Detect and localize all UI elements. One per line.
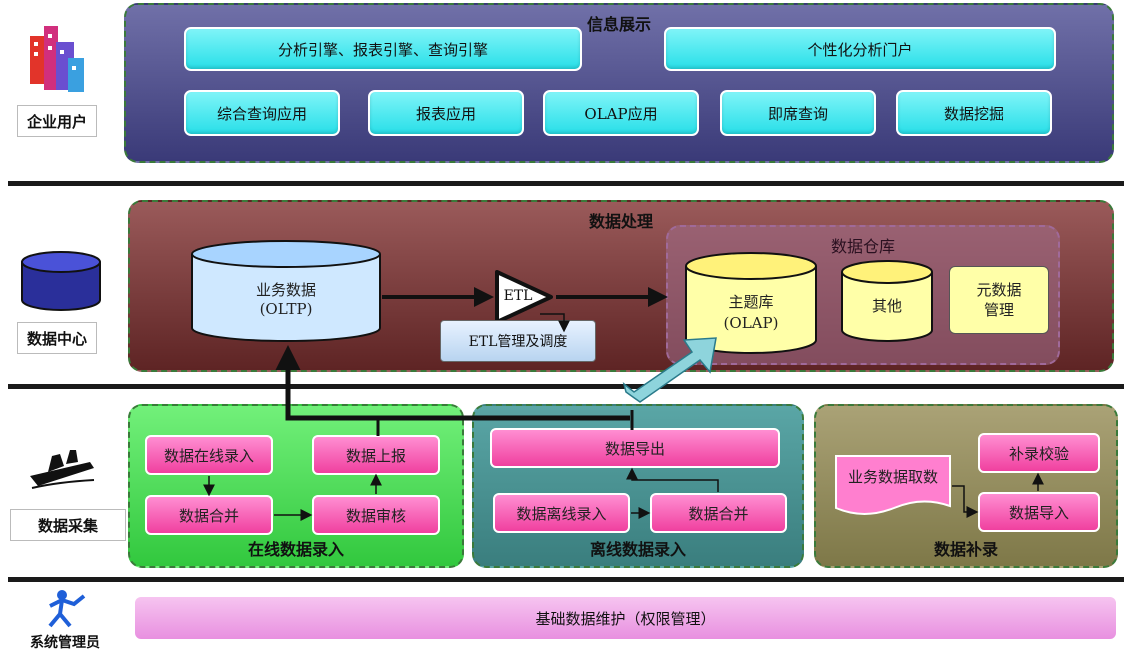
offline-merge-box: 数据合并 xyxy=(650,493,787,533)
oltp-label-2: (OLTP) xyxy=(259,300,313,318)
online-entry-panel: 在线数据录入 xyxy=(128,404,464,568)
separator-2 xyxy=(8,384,1124,389)
etl-label: ETL xyxy=(503,288,533,304)
online-merge-box: 数据合并 xyxy=(145,495,273,535)
oltp-label-1: 业务数据 xyxy=(255,281,316,299)
database-icon xyxy=(21,251,101,311)
engines-box: 分析引擎、报表引擎、查询引擎 xyxy=(184,27,582,71)
data-warehouse-title: 数据仓库 xyxy=(830,237,895,256)
role-data-center: 数据中心 xyxy=(17,322,97,354)
biz-fetch-document xyxy=(835,455,951,515)
ship-icon xyxy=(30,450,95,489)
role-sys-admin: 系统管理员 xyxy=(30,635,100,651)
app-adhoc-query: 即席查询 xyxy=(720,90,876,136)
import-box: 数据导入 xyxy=(978,492,1100,532)
report-up-box: 数据上报 xyxy=(312,435,440,475)
role-data-collection: 数据采集 xyxy=(10,509,126,541)
online-entry-title: 在线数据录入 xyxy=(247,540,344,559)
app-data-mining: 数据挖掘 xyxy=(896,90,1052,136)
olap-label-1: 主题库 xyxy=(728,293,774,311)
olap-cylinder xyxy=(685,252,817,354)
app-combined-query: 综合查询应用 xyxy=(184,90,340,136)
data-processing-title: 数据处理 xyxy=(588,212,653,231)
info-display-title: 信息展示 xyxy=(586,15,651,34)
etl-management-box: ETL管理及调度 xyxy=(440,320,596,362)
analysis-portal-box: 个性化分析门户 xyxy=(664,27,1056,71)
maintenance-bar: 基础数据维护（权限管理） xyxy=(133,595,1118,641)
app-olap: OLAP应用 xyxy=(543,90,699,136)
etl-triangle xyxy=(495,270,553,324)
metadata-label-1: 元数据 xyxy=(976,281,1022,299)
offline-entry-title: 离线数据录入 xyxy=(589,540,686,559)
enterprise-buildings-icon xyxy=(30,26,84,92)
other-label: 其他 xyxy=(871,297,902,315)
verify-box: 补录校验 xyxy=(978,433,1100,473)
metadata-box xyxy=(949,266,1049,334)
other-cylinder xyxy=(841,260,933,342)
review-box: 数据审核 xyxy=(312,495,440,535)
separator-1 xyxy=(8,181,1124,186)
olap-label-2: (OLAP) xyxy=(723,314,779,332)
metadata-label-2: 管理 xyxy=(983,301,1014,319)
admin-person-icon xyxy=(48,590,86,628)
offline-input-box: 数据离线录入 xyxy=(493,493,630,533)
online-input-box: 数据在线录入 xyxy=(145,435,273,475)
oltp-cylinder xyxy=(191,240,381,342)
separator-3 xyxy=(8,577,1124,582)
app-report: 报表应用 xyxy=(368,90,524,136)
export-box: 数据导出 xyxy=(490,428,780,468)
biz-fetch-label: 业务数据取数 xyxy=(847,468,938,486)
supplement-title: 数据补录 xyxy=(933,540,998,559)
role-enterprise-user: 企业用户 xyxy=(17,105,97,137)
